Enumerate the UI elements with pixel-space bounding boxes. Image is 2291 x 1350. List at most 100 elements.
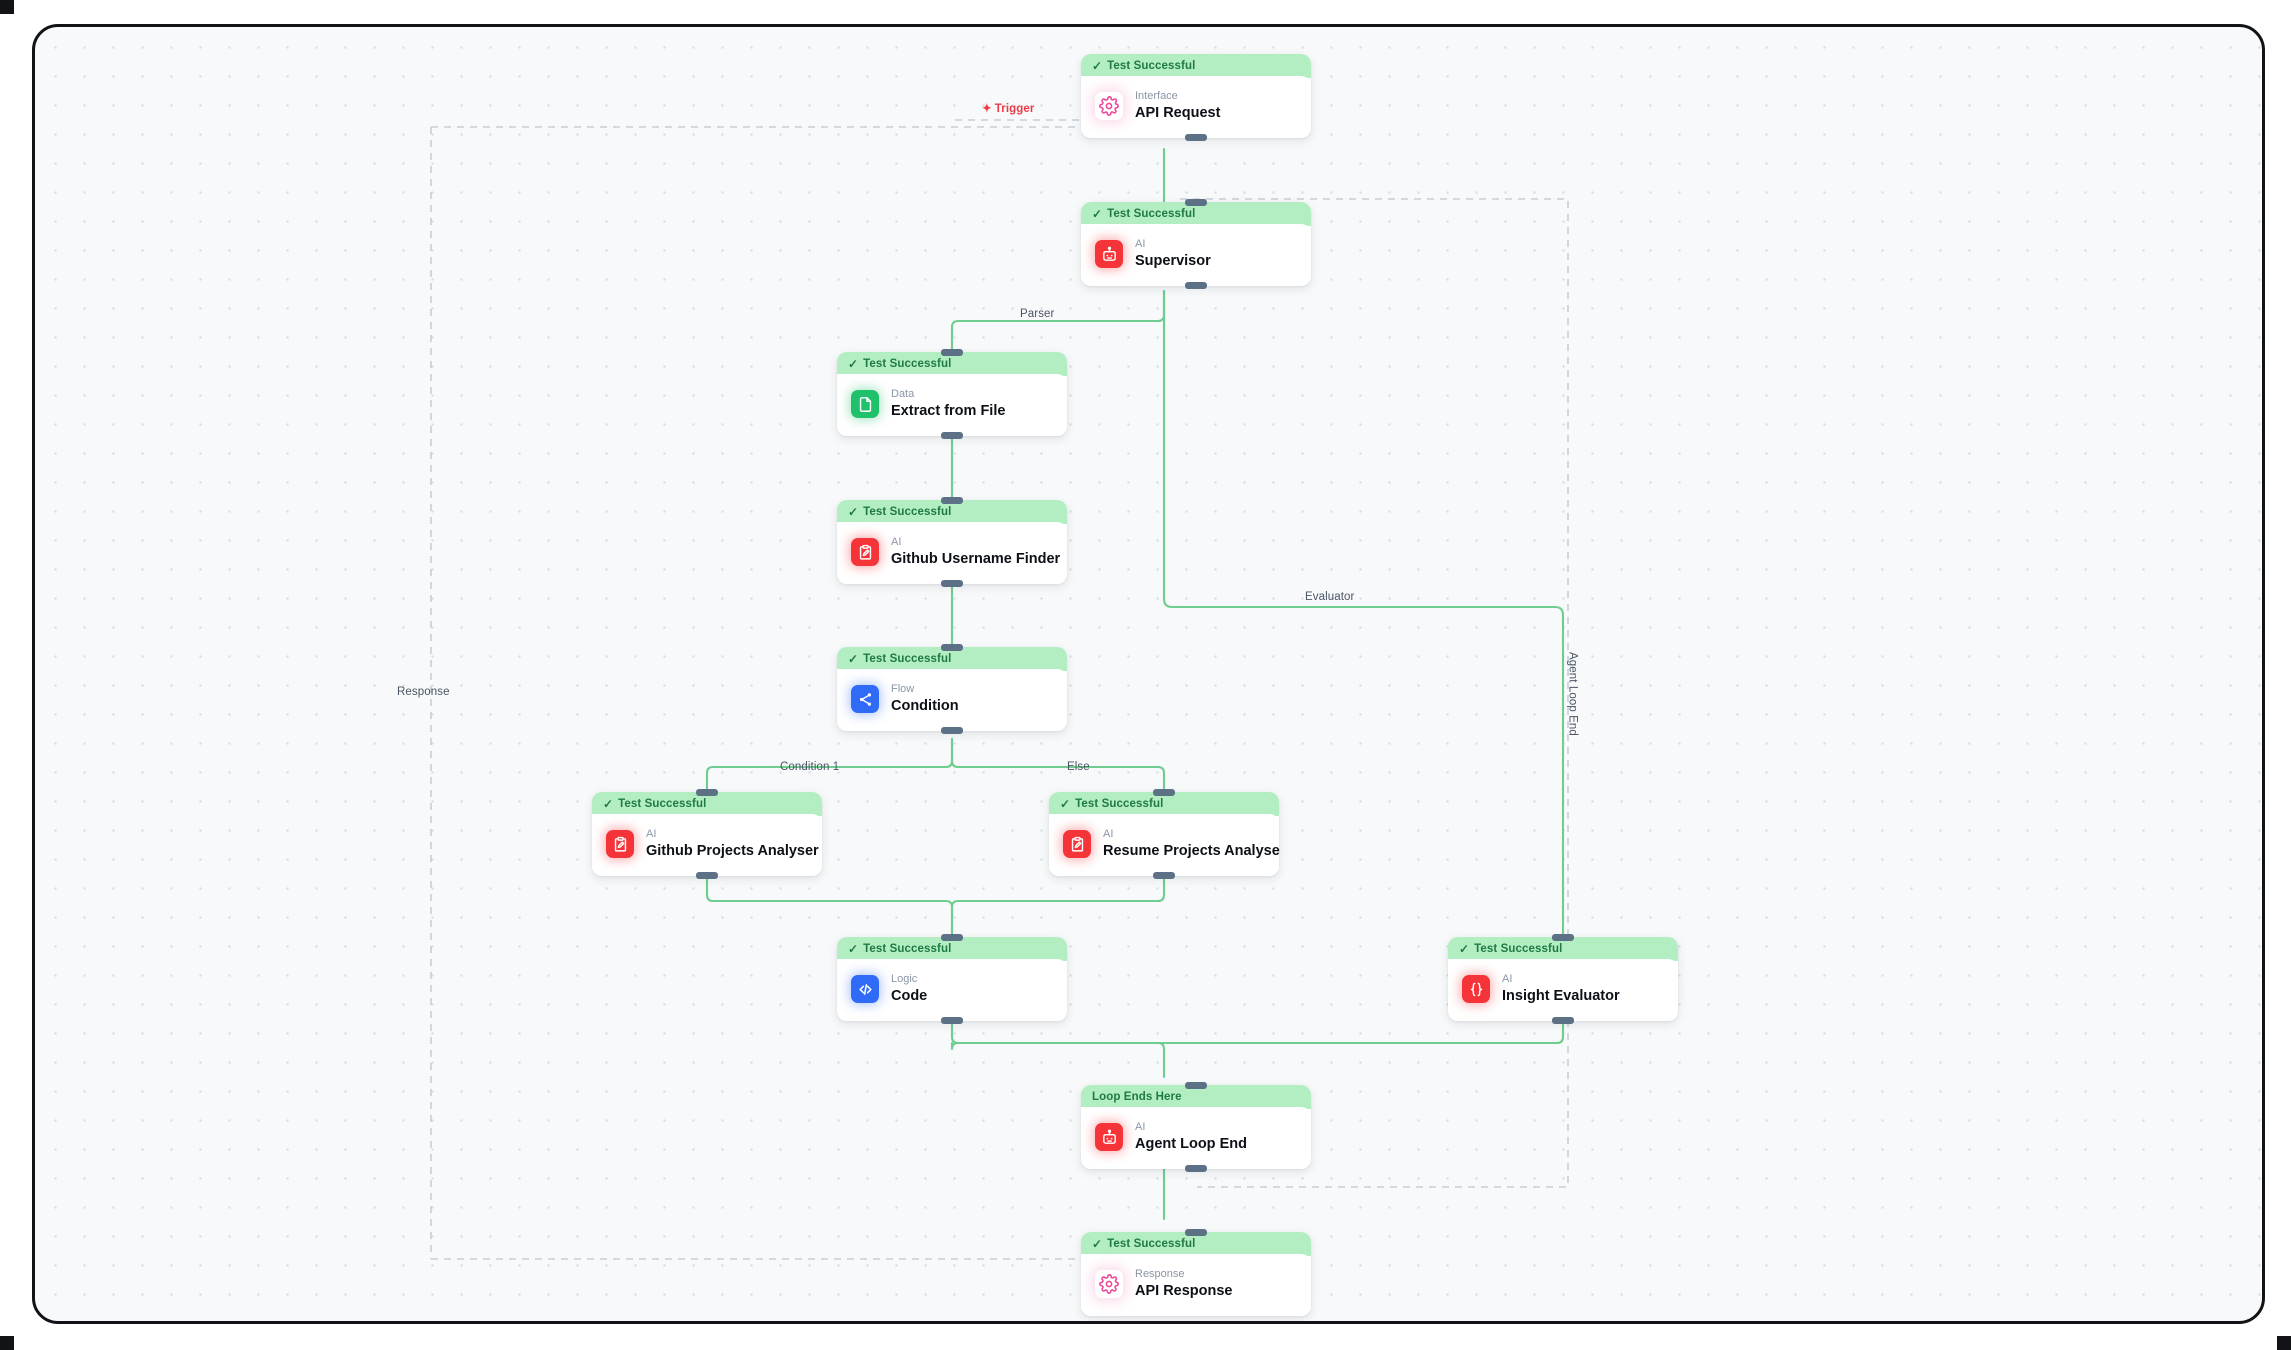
- node-kind-label: Data: [891, 387, 915, 400]
- node-kind-label: AI: [891, 535, 902, 548]
- node-handle-top[interactable]: [941, 644, 963, 651]
- node-supervisor[interactable]: ✓ Test Successful AI Supervisor: [1081, 199, 1311, 289]
- node-handle-bottom[interactable]: [1185, 1165, 1207, 1172]
- node-body[interactable]: AI Insight Evaluator: [1448, 959, 1678, 1021]
- node-status-label: Test Successful: [863, 358, 952, 370]
- node-status-label: Loop Ends Here: [1092, 1091, 1182, 1103]
- node-text: AI Github Projects Analyser: [646, 828, 819, 861]
- data-file-icon: [851, 390, 879, 418]
- corner-mark-bottom-left: [0, 1336, 14, 1350]
- node-text: AI Github Username Finder: [891, 535, 1061, 569]
- node-text: AI Supervisor: [1135, 238, 1211, 271]
- node-handle-top[interactable]: [1552, 934, 1574, 941]
- node-body[interactable]: AI Resume Projects Analyse: [1049, 814, 1280, 876]
- node-status-label: Test Successful: [1474, 943, 1563, 955]
- node-resume-projects-analyse[interactable]: ✓ Test Successful AI Resume Projects Ana…: [1049, 789, 1280, 879]
- node-handle-top[interactable]: [696, 789, 718, 796]
- check-icon: ✓: [1092, 59, 1103, 73]
- node-handle-bottom[interactable]: [941, 432, 963, 439]
- node-handle-bottom[interactable]: [941, 580, 963, 587]
- interface-gear-icon: [1095, 1270, 1123, 1298]
- ai-clipboard-edit-icon: [851, 538, 879, 566]
- node-handle-bottom[interactable]: [941, 1017, 963, 1024]
- node-title-label: Insight Evaluator: [1502, 988, 1620, 1005]
- node-title-label: Condition: [891, 698, 959, 715]
- check-icon: ✓: [848, 942, 859, 956]
- node-condition[interactable]: ✓ Test Successful Flow Condition: [837, 644, 1067, 734]
- node-handle-top[interactable]: [941, 934, 963, 941]
- edge-resume-projects-to-code: [950, 877, 1166, 937]
- node-kind-label: Response: [1135, 1267, 1185, 1280]
- node-handle-bottom[interactable]: [941, 727, 963, 734]
- node-agent-loop-end[interactable]: Loop Ends Here AI Agent Loop End: [1081, 1082, 1311, 1172]
- node-kind-label: AI: [1135, 1120, 1146, 1133]
- check-icon: ✓: [848, 357, 859, 371]
- node-status-label: Test Successful: [618, 798, 707, 810]
- workflow-canvas[interactable]: ✦ Trigger Parser Evaluator Response Cond…: [32, 24, 2265, 1324]
- node-text: AI Agent Loop End: [1135, 1121, 1247, 1154]
- node-handle-bottom[interactable]: [696, 872, 718, 879]
- node-kind-label: Flow: [891, 682, 915, 695]
- check-icon: ✓: [603, 797, 614, 811]
- logic-code-icon: [851, 975, 879, 1003]
- node-handle-bottom[interactable]: [1153, 872, 1175, 879]
- node-api-response[interactable]: ✓ Test Successful Response API Response: [1081, 1229, 1311, 1316]
- node-code[interactable]: ✓ Test Successful Logic Code: [837, 934, 1067, 1024]
- node-api-request[interactable]: ✓ Test Successful Interface API Request: [1081, 54, 1311, 141]
- node-body[interactable]: AI Supervisor: [1081, 224, 1311, 286]
- check-icon: ✓: [1060, 797, 1071, 811]
- node-text: Data Extract from File: [891, 388, 1005, 421]
- node-status-label: Test Successful: [1107, 1238, 1196, 1250]
- node-title-label: Extract from File: [891, 403, 1006, 420]
- node-kind-label: Logic: [891, 972, 918, 985]
- node-handle-bottom[interactable]: [1185, 134, 1207, 141]
- node-body[interactable]: Response API Response: [1081, 1254, 1311, 1316]
- trigger-spark-icon: ✦: [982, 103, 992, 115]
- ai-robot-icon: [1095, 240, 1123, 268]
- node-body[interactable]: Data Extract from File: [837, 374, 1067, 436]
- node-title-label: API Response: [1135, 1283, 1233, 1300]
- edge-supervisor-to-extract: [950, 289, 1166, 357]
- node-insight-evaluator[interactable]: ✓ Test Successful AI Insight Evaluator: [1448, 934, 1678, 1024]
- edge-label-else: Else: [1067, 761, 1090, 773]
- node-github-username-finder[interactable]: ✓ Test Successful AI Github Username Fin…: [837, 497, 1067, 587]
- check-icon: ✓: [848, 652, 859, 666]
- node-body[interactable]: Interface API Request: [1081, 76, 1311, 138]
- node-extract-from-file[interactable]: ✓ Test Successful Data Extract from File: [837, 349, 1067, 439]
- check-icon: ✓: [1092, 207, 1103, 221]
- node-body[interactable]: AI Github Username Finder: [837, 522, 1067, 584]
- node-body[interactable]: AI Agent Loop End: [1081, 1107, 1311, 1169]
- node-body[interactable]: Flow Condition: [837, 669, 1067, 731]
- node-body[interactable]: AI Github Projects Analyser: [592, 814, 822, 876]
- corner-mark-top-left: [0, 0, 14, 14]
- node-handle-top[interactable]: [1153, 789, 1175, 796]
- node-handle-top[interactable]: [1185, 1229, 1207, 1236]
- edge-label-parser: Parser: [1020, 308, 1055, 320]
- node-handle-bottom[interactable]: [1185, 282, 1207, 289]
- node-title-label: API Request: [1135, 105, 1221, 122]
- node-github-projects-analyser[interactable]: ✓ Test Successful AI Github Projects Ana…: [592, 789, 822, 879]
- edge-label-trigger: ✦ Trigger: [982, 103, 1035, 116]
- node-title-label: Code: [891, 988, 928, 1005]
- node-handle-top[interactable]: [1185, 199, 1207, 206]
- node-body[interactable]: Logic Code: [837, 959, 1067, 1021]
- node-kind-label: AI: [1103, 827, 1114, 840]
- node-handle-top[interactable]: [941, 497, 963, 504]
- interface-gear-icon: [1095, 92, 1123, 120]
- trigger-label-text: Trigger: [994, 103, 1035, 115]
- edge-insight-evaluator-to-agent-loop-end: [950, 1017, 1565, 1051]
- node-kind-label: AI: [1135, 237, 1146, 250]
- node-handle-bottom[interactable]: [1552, 1017, 1574, 1024]
- node-handle-top[interactable]: [941, 349, 963, 356]
- flow-branch-icon: [851, 685, 879, 713]
- node-text: AI Resume Projects Analyse: [1103, 827, 1280, 861]
- node-title-label: Github Username Finder: [891, 551, 1061, 568]
- node-title-label: Agent Loop End: [1135, 1136, 1247, 1153]
- ai-clipboard-edit-icon: [606, 830, 634, 858]
- node-handle-top[interactable]: [1185, 1082, 1207, 1089]
- node-status-label: Test Successful: [863, 506, 952, 518]
- check-icon: ✓: [848, 505, 859, 519]
- edge-condition-to-resume-projects: [950, 737, 1166, 797]
- node-text: Logic Code: [891, 973, 927, 1006]
- ai-robot-icon: [1095, 1123, 1123, 1151]
